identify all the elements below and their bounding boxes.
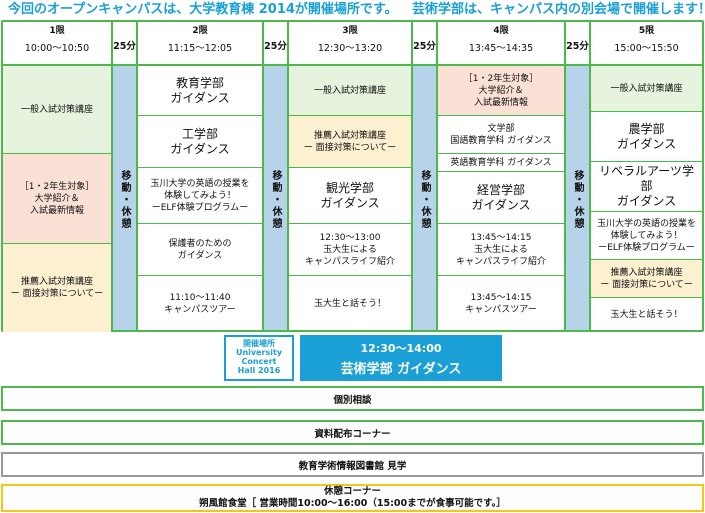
header-right: 芸術学部は、キャンパス内の別会場で開催します！ (412, 2, 705, 17)
bar-library-tour[interactable]: 教育学術情報図書館 見学 (1, 452, 704, 477)
header-left: 今回のオープンキャンパスは、大学教育棟 2014が開催場所です。 (8, 2, 398, 17)
session-talk-students-5[interactable]: 玉大生と話そう！ (610, 310, 683, 320)
session-tourism-guidance[interactable]: 観光学部ガイダンス (289, 168, 411, 224)
break-3: 25分移動・休憩 (411, 22, 438, 330)
rest-detail: 朔風館食堂［ 営業時間10:00〜16:00（15:00までが食事可能です。］ (199, 498, 506, 509)
session-elf-program[interactable]: 玉川大学の英語の授業を体験してみよう！ーELF体験プログラムー (138, 168, 262, 224)
session-general-exam[interactable]: 一般入試対策講座 (3, 66, 111, 154)
session-general-exam-5[interactable]: 一般入試対策講座 (591, 66, 702, 112)
bar-rest-corner[interactable]: 休憩コーナー 朔風館食堂［ 営業時間10:00〜16:00（15:00までが食事… (1, 484, 704, 512)
session-agriculture-guidance[interactable]: 農学部ガイダンス (591, 112, 702, 162)
session-parents-guidance[interactable]: 保護者のためのガイダンス (138, 224, 262, 276)
session-literature-english[interactable]: 英語教育学科 ガイダンス (438, 154, 564, 172)
session-talk-students-3[interactable]: 玉大生と話そう！ (313, 299, 386, 309)
session-business-guidance[interactable]: 経営学部ガイダンス (438, 172, 564, 224)
break-4: 25分移動・休憩 (564, 22, 591, 330)
break-1: 25分移動・休憩 (111, 22, 138, 330)
rest-title: 休憩コーナー (323, 486, 381, 497)
session-education-guidance[interactable]: 教育学部ガイダンス (138, 66, 262, 116)
session-recommend-exam-3[interactable]: 推薦入試対策講座ー 面接対策についてー (289, 116, 411, 168)
session-recommend-exam-5[interactable]: 推薦入試対策講座ー 面接対策についてー (591, 260, 702, 298)
session-engineering-guidance[interactable]: 工学部ガイダンス (138, 116, 262, 168)
art-title: 芸術学部 ガイダンス (340, 362, 462, 377)
session-intro-1-2[interactable]: ［1・2年生対象］大学紹介＆入試最新情報 (3, 154, 111, 244)
session-liberal-arts-guidance[interactable]: リベラルアーツ学部ガイダンス (591, 162, 702, 212)
session-recommend-exam[interactable]: 推薦入試対策講座ー 面接対策についてー (3, 244, 111, 332)
session-literature-japanese[interactable]: 文学部国語教育学科 ガイダンス (438, 116, 564, 154)
session-elf-program-5[interactable]: 玉川大学の英語の授業を体験してみよう！ーELF体験プログラムー (591, 212, 702, 260)
art-guidance-banner[interactable]: 12:30〜14:00 芸術学部 ガイダンス (300, 335, 502, 381)
session-intro-1-2-4[interactable]: ［1・2年生対象］大学紹介＆入試最新情報 (438, 66, 564, 116)
art-time: 12:30〜14:00 (360, 342, 442, 355)
bar-consultation[interactable]: 個別相談 (1, 386, 704, 411)
bar-materials[interactable]: 資料配布コーナー (1, 420, 704, 445)
break-2: 25分移動・休憩 (262, 22, 289, 330)
session-general-exam-3[interactable]: 一般入試対策講座 (289, 66, 411, 116)
